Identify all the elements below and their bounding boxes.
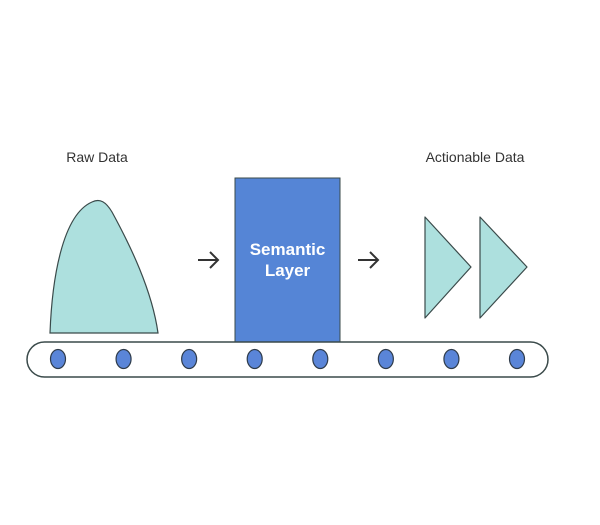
actionable-triangle (479, 216, 528, 319)
arrow-right-icon (198, 251, 220, 269)
raw-data-shape (49, 199, 159, 334)
conveyor-belt (26, 341, 549, 378)
belt-roller (49, 348, 67, 370)
actionable-data-label: Actionable Data (425, 149, 525, 165)
arrow-right-icon (358, 251, 380, 269)
belt-roller (246, 348, 263, 370)
belt-roller (508, 348, 526, 370)
semantic-layer-line2: Layer (264, 261, 311, 280)
semantic-layer-box (234, 177, 341, 343)
belt-roller (443, 348, 460, 370)
belt-roller (181, 348, 198, 370)
belt-roller (312, 348, 329, 370)
raw-data-label: Raw Data (66, 149, 128, 165)
belt-roller (115, 348, 132, 370)
belt-roller (377, 348, 394, 370)
semantic-layer-text: Semantic Layer (235, 178, 340, 342)
actionable-triangle (424, 216, 472, 319)
semantic-layer-line1: Semantic (249, 240, 326, 259)
